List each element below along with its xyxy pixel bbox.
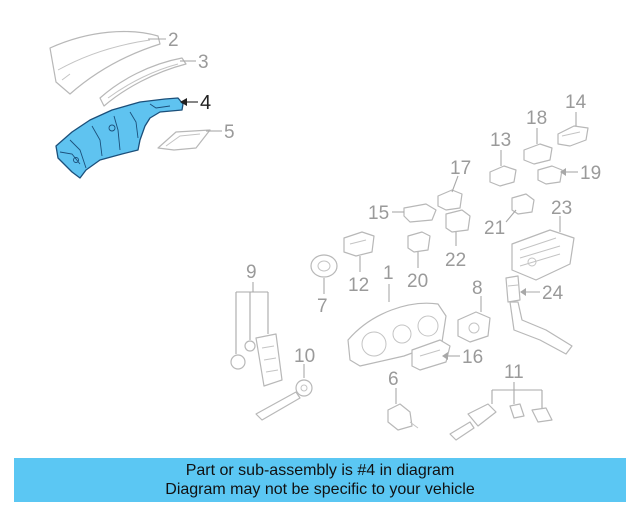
svg-text:20: 20: [407, 271, 428, 292]
callout-17: 17: [450, 158, 471, 193]
svg-text:4: 4: [200, 92, 211, 114]
svg-text:10: 10: [294, 346, 315, 367]
callout-4: 4: [180, 92, 211, 114]
part-3[interactable]: [99, 57, 187, 107]
svg-text:15: 15: [368, 203, 389, 224]
callout-23: 23: [551, 198, 572, 232]
part-22[interactable]: [445, 209, 471, 233]
part-2[interactable]: [49, 30, 161, 95]
svg-text:14: 14: [565, 92, 587, 113]
part-10[interactable]: [255, 379, 313, 421]
callout-10: 10: [294, 346, 315, 378]
svg-text:22: 22: [445, 250, 466, 271]
callout-2: 2: [148, 30, 179, 51]
svg-text:5: 5: [224, 122, 235, 143]
part-20[interactable]: [407, 231, 431, 253]
callout-16: 16: [442, 347, 483, 368]
callout-14: 14: [565, 92, 587, 126]
part-13[interactable]: [489, 165, 517, 187]
svg-text:6: 6: [388, 369, 399, 390]
svg-text:3: 3: [198, 52, 209, 73]
svg-text:19: 19: [580, 163, 601, 184]
part-8[interactable]: [457, 311, 491, 343]
part-23[interactable]: [511, 229, 575, 281]
part-12[interactable]: [343, 231, 375, 257]
part-15[interactable]: [403, 203, 437, 223]
callout-3: 3: [180, 52, 209, 73]
svg-text:13: 13: [490, 130, 511, 151]
svg-text:12: 12: [348, 275, 369, 296]
callout-13: 13: [490, 130, 511, 166]
callout-7: 7: [317, 278, 328, 317]
svg-text:16: 16: [462, 347, 483, 368]
svg-text:1: 1: [383, 263, 394, 284]
part-16[interactable]: [411, 339, 451, 371]
svg-text:17: 17: [450, 158, 471, 179]
part-11[interactable]: [449, 403, 553, 441]
part-9[interactable]: [230, 333, 283, 387]
part-17[interactable]: [437, 189, 463, 211]
svg-text:18: 18: [526, 108, 547, 129]
svg-text:21: 21: [484, 218, 505, 239]
banner-line-disclaimer: Diagram may not be specific to your vehi…: [165, 481, 475, 498]
callout-20: 20: [407, 252, 428, 292]
part-1[interactable]: [347, 302, 447, 367]
info-banner: Part or sub-assembly is #4 in diagram Di…: [14, 458, 626, 502]
callout-1: 1: [383, 263, 394, 302]
part-14[interactable]: [557, 125, 589, 147]
callout-19: 19: [560, 163, 601, 184]
svg-text:7: 7: [317, 296, 328, 317]
callout-22: 22: [445, 232, 466, 271]
part-7[interactable]: [310, 254, 338, 278]
svg-text:9: 9: [246, 262, 257, 283]
banner-line-part-number: Part or sub-assembly is #4 in diagram: [185, 462, 455, 479]
callout-12: 12: [348, 256, 369, 296]
callout-6: 6: [388, 369, 399, 404]
svg-text:11: 11: [504, 362, 524, 383]
part-21[interactable]: [511, 193, 535, 215]
callout-18: 18: [526, 108, 547, 144]
callout-5: 5: [206, 122, 235, 143]
svg-text:2: 2: [168, 30, 179, 51]
callout-21: 21: [484, 209, 517, 239]
callout-11: 11: [491, 362, 543, 408]
part-19[interactable]: [537, 165, 563, 185]
svg-text:8: 8: [472, 278, 483, 299]
callout-15: 15: [368, 203, 404, 224]
svg-text:23: 23: [551, 198, 572, 219]
part-5[interactable]: [157, 129, 211, 151]
part-24[interactable]: [505, 275, 573, 355]
part-4-highlighted[interactable]: [55, 97, 184, 179]
svg-text:24: 24: [542, 283, 564, 304]
callout-8: 8: [472, 278, 483, 312]
part-6[interactable]: [387, 403, 419, 431]
callout-9: 9: [235, 262, 269, 354]
callout-24: 24: [520, 283, 564, 304]
part-18[interactable]: [523, 143, 553, 165]
